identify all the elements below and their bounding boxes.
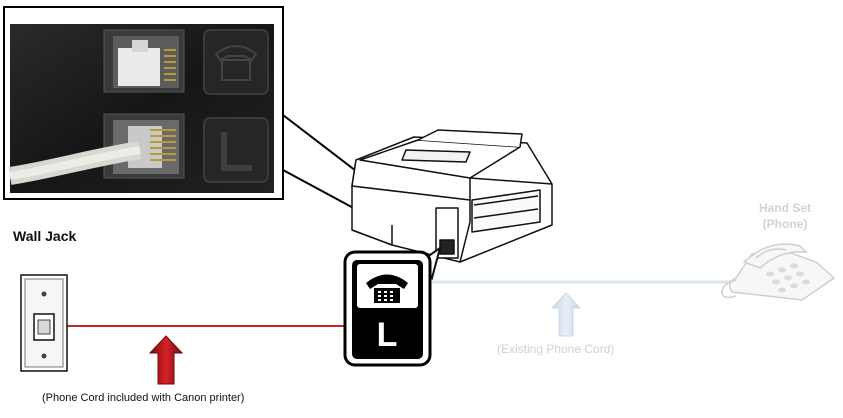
- red-arrow-icon: [148, 335, 184, 385]
- existing-cord-label: (Existing Phone Cord): [497, 342, 615, 356]
- canon-cord-label: (Phone Cord included with Canon printer): [42, 392, 245, 404]
- wall-jack-label: Wall Jack: [13, 228, 77, 244]
- handset-phone: [721, 243, 836, 301]
- hand-set-label-line1: Hand Set: [758, 201, 811, 215]
- hand-set-label: Hand Set (Phone): [740, 200, 830, 232]
- line-port-icon: L: [377, 316, 398, 354]
- phone-port-icon: [357, 264, 418, 308]
- hand-set-label-line2: (Phone): [762, 217, 808, 231]
- wall-jack: [20, 274, 68, 372]
- port-closeup-photo: [3, 6, 284, 200]
- port-badge: L: [343, 250, 432, 367]
- faded-arrow-icon: [550, 292, 582, 337]
- printer-illustration: [351, 129, 553, 263]
